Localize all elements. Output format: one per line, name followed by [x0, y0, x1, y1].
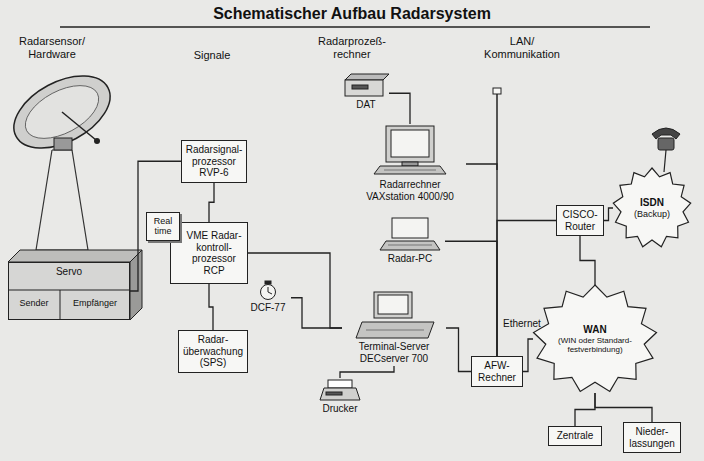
ethernet-bus: [493, 88, 501, 170]
node-label: Terminal-Server DECserver 700: [344, 341, 444, 364]
node-label: Zentrale: [557, 430, 594, 442]
node-label: DCF-77: [250, 302, 285, 314]
node-label: Real time: [151, 216, 175, 237]
column-heading: Radarprozeß- rechner: [307, 35, 397, 61]
connector-line: [604, 208, 613, 221]
telephone-icon: [652, 128, 680, 172]
servo-box: Servo: [8, 262, 130, 320]
firewall-box: AFW- Rechner: [471, 356, 523, 387]
site-box: Nieder- lassungen: [623, 422, 681, 453]
diagram-title: Schematischer Aufbau Radarsystem: [0, 5, 704, 23]
connector-line: [466, 164, 497, 356]
connector-line: [595, 393, 652, 422]
site-box: Zentrale: [548, 426, 602, 446]
node-label: VME Radar- kontroll- prozessor RCP: [185, 230, 243, 276]
tape-drive-icon: [345, 74, 389, 96]
node-label: AFW- Rechner: [476, 360, 518, 383]
node-label: Radar-PC: [388, 253, 432, 265]
printer-icon: [320, 380, 360, 400]
connector-line: [291, 298, 342, 328]
terminal-server: Terminal-Server DECserver 700: [342, 290, 446, 366]
workstation-icon: [374, 126, 446, 174]
part-label: Sender: [9, 298, 59, 309]
clock-icon: [261, 281, 276, 300]
node-label: DAT: [356, 99, 375, 111]
connector-line: [389, 93, 410, 124]
radar-dish: [2, 61, 122, 163]
connector-line: [248, 253, 342, 328]
connector-line: [446, 328, 471, 372]
node-sublabel: (WIN oder Standard- festverbindung): [558, 336, 632, 354]
connector-line: [580, 236, 595, 285]
connector-line: [209, 284, 213, 330]
wan-burst: WAN(WIN oder Standard- festverbindung): [533, 285, 657, 393]
monitoring-box: Radar- überwachung (SPS): [178, 330, 248, 373]
tape-drive: DAT: [343, 74, 389, 113]
part-label: Empfänger: [62, 298, 128, 309]
connector-line: [340, 366, 394, 378]
controller-box: VME Radar- kontroll- prozessor RCP: [170, 222, 248, 284]
title-rule: [60, 26, 650, 28]
node-sublabel: (Backup): [634, 209, 670, 219]
time-receiver: DCF-77: [245, 280, 291, 316]
connector-line: [445, 241, 497, 356]
column-heading: Signale: [182, 49, 242, 62]
connector-line: [575, 393, 595, 426]
servo-housing: [8, 250, 142, 320]
terminal-server-icon: [356, 292, 434, 338]
processor-box: Radarsignal- prozessor RVP-6: [181, 140, 247, 183]
radar-tower: [36, 150, 88, 250]
column-heading: Radarsensor/ Hardware: [9, 35, 95, 61]
router-box: CISCO- Router: [556, 205, 604, 236]
workstation: Radarrechner VAXstation 4000/90: [354, 124, 466, 204]
node-label: Nieder- lassungen: [628, 426, 676, 449]
realtime-box: Real time: [146, 212, 180, 241]
connector-line: [209, 183, 214, 223]
node-label: WAN: [583, 324, 606, 336]
pc: Radar-PC: [375, 216, 445, 267]
node-label: Radar- überwachung (SPS): [183, 334, 243, 369]
node-label: Radarsignal- prozessor RVP-6: [186, 144, 243, 179]
node-label: Drucker: [322, 403, 357, 415]
connector-line: [523, 339, 533, 372]
node-label: ISDN: [640, 197, 664, 209]
printer: Drucker: [312, 378, 368, 417]
pc-icon: [380, 218, 440, 250]
node-label: Radarrechner VAXstation 4000/90: [356, 179, 464, 202]
node-label: Servo: [56, 266, 82, 278]
isdn-burst: ISDN(Backup): [613, 168, 691, 248]
node-label: CISCO- Router: [561, 209, 599, 232]
column-heading: LAN/ Kommunikation: [472, 35, 572, 61]
